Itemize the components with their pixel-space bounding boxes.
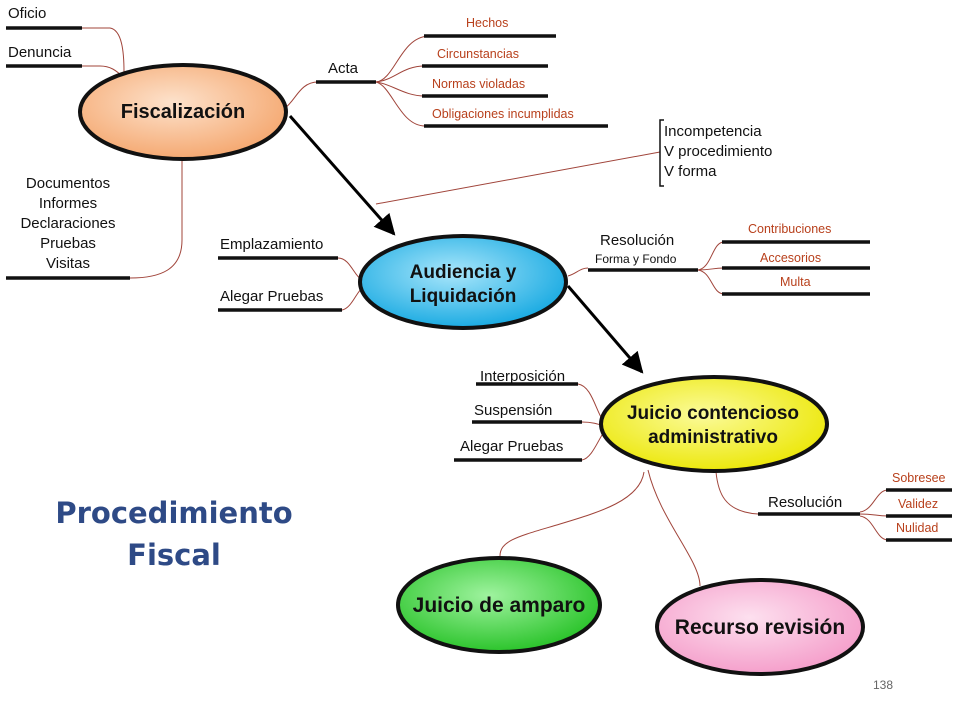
juicio-contencioso-line-2: administrativo xyxy=(648,426,778,448)
audiencia-line-1: Audiencia y xyxy=(409,262,517,283)
juicio-amparo-node-shape xyxy=(396,556,602,654)
resolucion-audiencia-label: Resolución xyxy=(600,232,675,249)
acta-item-normas: Normas violadas xyxy=(432,77,526,91)
acta-item-obligaciones: Obligaciones incumplidas xyxy=(432,107,574,121)
documents-item: Declaraciones xyxy=(20,215,116,232)
documents-item: Pruebas xyxy=(40,235,96,252)
documents-item: Informes xyxy=(38,195,98,212)
suspension-label: Suspensión xyxy=(474,402,553,419)
acta-item-circunstancias: Circunstancias xyxy=(437,47,519,61)
juicio-contencioso-node-shape xyxy=(599,375,829,473)
resolucion-item-contribuciones: Contribuciones xyxy=(748,222,832,236)
documents-item: Documentos xyxy=(25,175,111,192)
resolucion-item-nulidad: Nulidad xyxy=(896,521,939,535)
juicio-contencioso-node-label: Juicio contencioso administrativo xyxy=(600,402,826,450)
vicios-list: Incompetencia V procedimiento V forma xyxy=(664,122,772,182)
acta-label: Acta xyxy=(328,60,359,77)
resolucion-item-accesorios: Accesorios xyxy=(760,251,822,265)
resolucion-juicio-label: Resolución xyxy=(768,494,843,511)
audiencia-node-label: Audiencia y Liquidación xyxy=(360,261,566,309)
page-title-line-2: Fiscal xyxy=(127,538,221,573)
documents-item: Visitas xyxy=(46,255,90,272)
juicio-contencioso-line-1: Juicio contencioso xyxy=(626,403,800,424)
emplazamiento-label: Emplazamiento xyxy=(220,236,324,253)
page-number: 138 xyxy=(873,678,894,692)
audiencia-node-shape xyxy=(358,234,568,330)
vicios-item: Incompetencia xyxy=(664,123,762,140)
vicios-item: V forma xyxy=(664,163,717,180)
documents-list: Documentos Informes Declaraciones Prueba… xyxy=(6,174,130,274)
resolucion-item-sobresee: Sobresee xyxy=(892,471,946,485)
acta-item-hechos: Hechos xyxy=(466,16,509,30)
oficio-label: Oficio xyxy=(8,5,47,22)
denuncia-label: Denuncia xyxy=(8,44,72,61)
page-title: Procedimiento Fiscal xyxy=(40,492,308,576)
recurso-revision-node-shape xyxy=(655,578,865,676)
interposicion-label: Interposición xyxy=(480,368,566,385)
alegar-pruebas-label: Alegar Pruebas xyxy=(220,288,324,305)
fiscalizacion-node-label: Fiscalización xyxy=(120,101,246,123)
alegar-pruebas-juicio-label: Alegar Pruebas xyxy=(460,438,564,455)
vicios-item: V procedimiento xyxy=(664,143,773,160)
resolucion-item-multa: Multa xyxy=(780,275,811,289)
audiencia-line-2: Liquidación xyxy=(409,285,517,307)
page-title-line-1: Procedimiento xyxy=(55,496,293,530)
resolucion-item-validez: Validez xyxy=(898,497,939,511)
resolucion-audiencia-sublabel: Forma y Fondo xyxy=(595,252,677,266)
fiscalizacion-node-shape xyxy=(78,63,288,161)
recurso-revision-node-label: Recurso revisión xyxy=(674,616,846,639)
juicio-amparo-node-label: Juicio de amparo xyxy=(412,594,586,617)
